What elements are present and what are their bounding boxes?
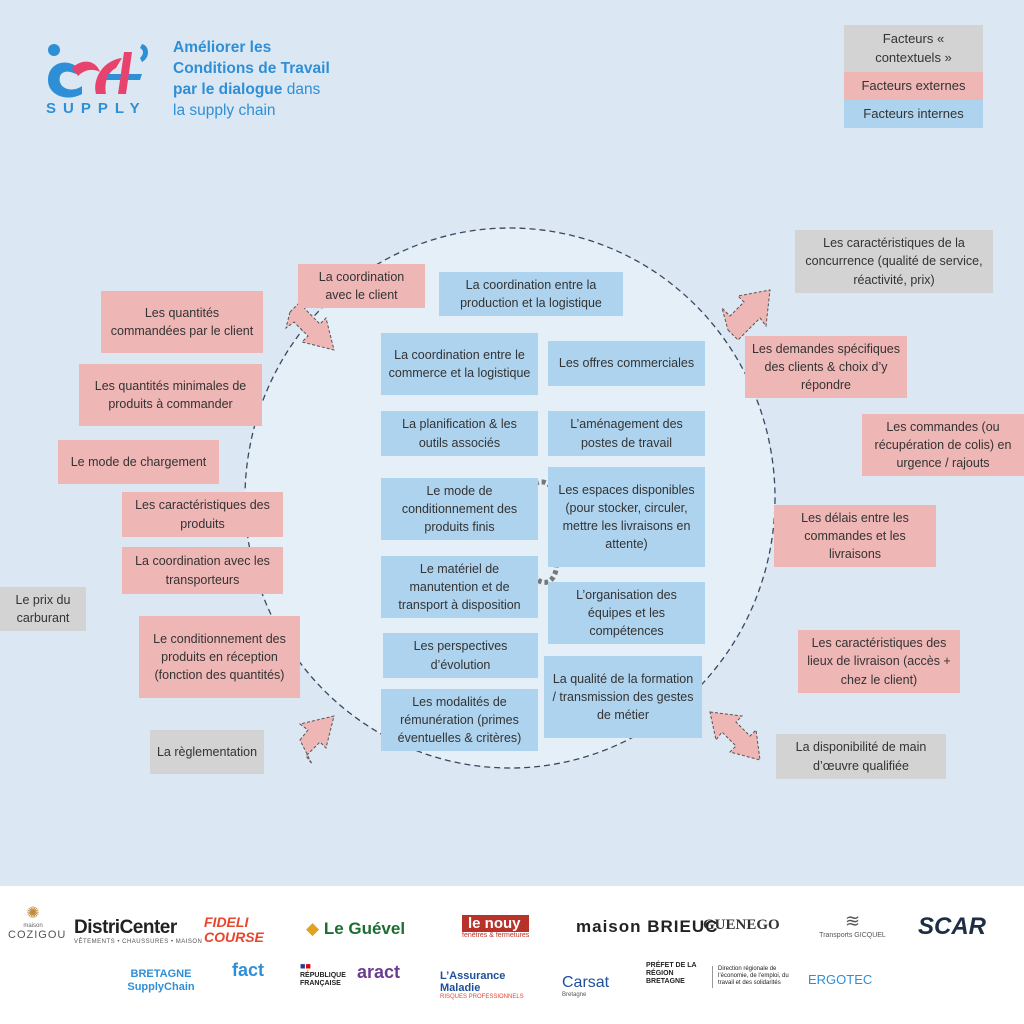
right-context-1: Les caractéristiques de la concurrence (… xyxy=(795,230,993,293)
center-right-5: La qualité de la formation / transmissio… xyxy=(544,656,702,738)
logo-cozigou: ✺ maison COZIGOU xyxy=(8,905,67,941)
logo-fact: fact xyxy=(232,960,265,980)
fct-logo-icon xyxy=(48,44,148,98)
leaf-icon: ◆ xyxy=(306,919,320,938)
logo-subtitle: SUPPLY xyxy=(46,100,147,117)
tagline-line1: Améliorer les xyxy=(173,39,272,56)
arrow-bottom-left xyxy=(298,715,335,765)
left-context-2: La règlementation xyxy=(150,730,264,774)
left-external-7: Le conditionnement des produits en récep… xyxy=(139,616,300,698)
logo-districenter: DistriCenter VÊTEMENTS • CHAUSSURES • MA… xyxy=(74,917,203,945)
logo-le-nouy: le nouy fenêtres & fermetures xyxy=(462,915,530,939)
center-left-1: La coordination entre le commerce et la … xyxy=(381,333,538,395)
center-left-3: Le mode de conditionnement des produits … xyxy=(381,478,538,540)
logo-transports-gicquel: ≋ Transports GICQUEL xyxy=(800,911,905,939)
sun-icon: ✺ xyxy=(26,905,40,922)
center-left-6: Les modalités de rémunération (primes év… xyxy=(381,689,538,751)
logo-bretagne-supplychain: BRETAGNE SupplyChain xyxy=(127,968,195,993)
center-top-box: La coordination entre la production et l… xyxy=(439,272,623,316)
left-external-5: Les caractéristiques des produits xyxy=(122,492,283,537)
legend-contextual: Facteurs « contextuels » xyxy=(844,25,983,72)
right-context-2: La disponibilité de main d’œuvre qualifi… xyxy=(776,734,946,779)
center-right-1: Les offres commerciales xyxy=(548,341,705,386)
right-external-3: Les délais entre les commandes et les li… xyxy=(774,505,936,567)
tagline-line3-bold: par le dialogue xyxy=(173,80,283,98)
logo-scar: SCAR xyxy=(918,913,987,940)
center-right-3: Les espaces disponibles (pour stocker, c… xyxy=(548,467,705,567)
fct-supply-logo: SUPPLY xyxy=(42,38,162,124)
arrow-top-right xyxy=(721,289,771,341)
left-external-2: Les quantités commandées par le client xyxy=(101,291,263,353)
center-right-4: L’organisation des équipes et les compét… xyxy=(548,582,705,644)
arrow-bottom-right xyxy=(709,711,761,761)
logo-maison-brieuc: maison BRIEUC xyxy=(576,917,719,936)
legend-internal: Facteurs internes xyxy=(844,100,983,128)
left-external-4: Le mode de chargement xyxy=(58,440,219,484)
center-left-2: La planification & les outils associés xyxy=(381,411,538,456)
left-context-1: Le prix du carburant xyxy=(0,587,86,631)
left-external-3: Les quantités minimales de produits à co… xyxy=(79,364,262,426)
logo-carsat: Carsat Bretagne xyxy=(562,974,610,998)
logo-republique-francaise: ■■ RÉPUBLIQUE FRANÇAISE xyxy=(300,961,352,987)
marianne-icon: ■■ xyxy=(300,961,311,971)
logo-fideli-course: FIDELI COURSE xyxy=(204,914,264,945)
partner-logos-row-1: ✺ maison COZIGOU DistriCenter VÊTEMENTS … xyxy=(0,895,1024,965)
tagline-line4: la supply chain xyxy=(173,101,276,119)
logo-le-guevel: ◆ Le Guével xyxy=(306,919,406,938)
tagline-line3-rest: dans xyxy=(282,80,321,98)
center-right-2: L’aménagement des postes de travail xyxy=(548,411,705,456)
logo-aract: aract xyxy=(357,962,401,982)
left-external-6: La coordination avec les transporteurs xyxy=(122,547,283,594)
center-left-4: Le matériel de manutention et de transpo… xyxy=(381,556,538,618)
partner-logos-row-2: BRETAGNE SupplyChain fact ■■ RÉPUBLIQUE … xyxy=(0,960,1024,1020)
road-icon: ≋ xyxy=(844,911,861,931)
tagline: Améliorer les Conditions de Travail par … xyxy=(173,38,330,122)
logo-dreets: Direction régionale de l’économie, de l’… xyxy=(712,966,806,988)
logo-prefet-bretagne: PRÉFET DE LA RÉGION BRETAGNE xyxy=(646,962,697,986)
tagline-line2: Conditions de Travail xyxy=(173,59,330,77)
logo-ergotec: ERGOTEC xyxy=(808,972,873,987)
logo-guenego: GUENEGO xyxy=(703,917,780,933)
right-external-2: Les commandes (ou récupération de colis)… xyxy=(862,414,1024,476)
right-external-4: Les caractéristiques des lieux de livrai… xyxy=(798,630,960,693)
right-external-1: Les demandes spécifiques des clients & c… xyxy=(745,336,907,398)
left-external-1: La coordination avec le client xyxy=(298,264,425,308)
center-left-5: Les perspectives d’évolution xyxy=(383,633,538,678)
legend-external: Facteurs externes xyxy=(844,72,983,100)
logo-assurance-maladie: L’Assurance Maladie RISQUES PROFESSIONNE… xyxy=(440,970,524,1001)
